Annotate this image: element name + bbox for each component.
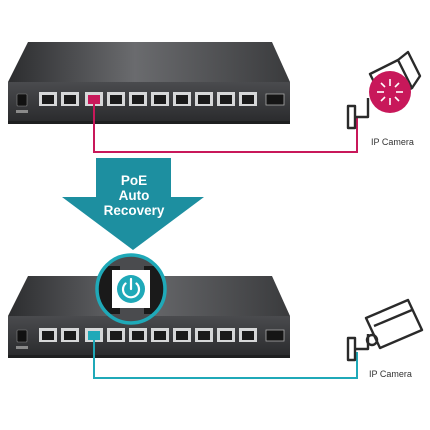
fault-ray-icon xyxy=(377,79,403,105)
fault-circle xyxy=(369,71,411,113)
recovered-port xyxy=(88,331,100,340)
arrow-label: PoE Auto Recovery xyxy=(84,173,184,218)
cable-top xyxy=(93,104,358,153)
power-restart-icon xyxy=(121,277,141,299)
magnifier xyxy=(95,253,167,325)
faulty-port xyxy=(88,95,100,104)
arrow-label-line1: PoE xyxy=(120,173,148,188)
camera-label-top: IP Camera xyxy=(371,137,414,147)
cable-bottom xyxy=(93,340,358,379)
arrow-label-line2: Auto xyxy=(118,188,150,203)
arrow-label-line3: Recovery xyxy=(103,203,165,218)
switch-top-ports xyxy=(39,92,257,106)
switch-top xyxy=(8,42,290,124)
ip-camera-icon xyxy=(346,298,424,362)
auto-recovery-arrow xyxy=(62,158,204,250)
camera-label-bottom: IP Camera xyxy=(369,369,412,379)
